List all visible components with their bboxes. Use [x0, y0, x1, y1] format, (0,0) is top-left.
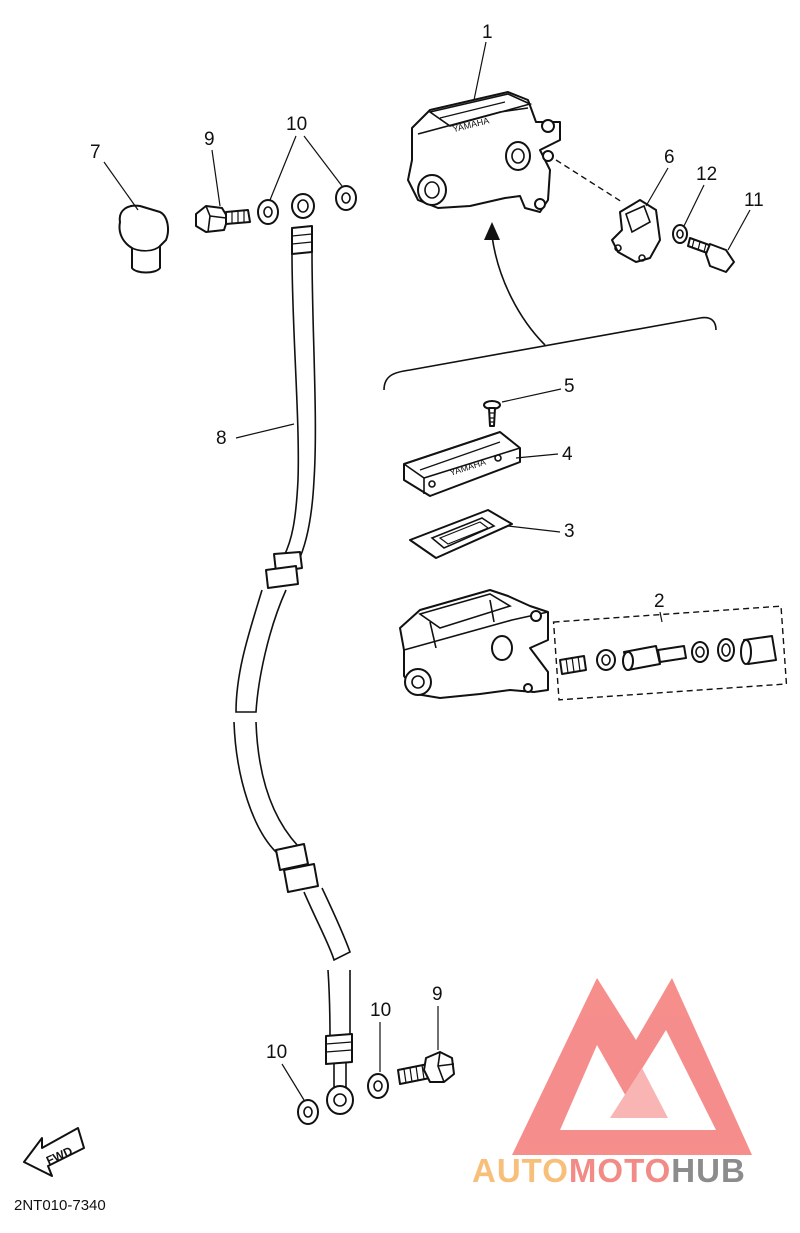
label-part-8: 8 — [216, 428, 227, 449]
label-part-11: 11 — [744, 190, 764, 211]
part-12-washer — [672, 224, 688, 244]
part-11-bolt — [687, 237, 735, 273]
label-part-5: 5 — [564, 376, 575, 397]
part-9-union-bolt-bottom — [397, 1051, 455, 1085]
label-part-9-top: 9 — [204, 129, 215, 150]
part-1-master-cylinder: YAMAHA — [407, 91, 561, 213]
label-part-10-top: 10 — [286, 114, 307, 135]
part-10-washers-top — [257, 185, 357, 225]
label-part-4: 4 — [562, 444, 573, 465]
watermark-hub: HUB — [671, 1152, 746, 1189]
part-9-union-bolt-top — [195, 205, 251, 233]
label-part-1: 1 — [482, 22, 493, 43]
label-part-12: 12 — [696, 164, 717, 185]
part-6-clamp — [611, 199, 661, 263]
label-part-2: 2 — [654, 591, 665, 612]
part-2-kit-box — [552, 605, 788, 701]
watermark-auto: AUTO — [472, 1152, 569, 1189]
part-4-cap: YAMAHA — [403, 431, 521, 497]
label-part-7: 7 — [90, 142, 101, 163]
part-10-washer-bottom-left — [297, 1099, 319, 1125]
part-3-diaphragm — [409, 509, 513, 559]
watermark-moto: MOTO — [569, 1152, 671, 1189]
fwd-arrow-icon: FWD — [23, 1127, 85, 1177]
label-part-10-bottom-mid: 10 — [370, 1000, 391, 1021]
part-7-cap — [118, 204, 169, 274]
label-part-6: 6 — [664, 147, 675, 168]
label-part-10-bottom-left: 10 — [266, 1042, 287, 1063]
part-2-piston-kit — [559, 635, 777, 675]
master-cylinder-body — [399, 589, 549, 699]
drawing-code: 2NT010-7340 — [14, 1197, 106, 1214]
part-5-screw — [483, 400, 501, 427]
part-8-brake-hose — [233, 193, 354, 1115]
part-10-washer-bottom-mid — [367, 1073, 389, 1099]
watermark-logo — [512, 978, 752, 1155]
watermark-text: AUTOMOTOHUB — [472, 1152, 746, 1189]
label-part-9-bottom: 9 — [432, 984, 443, 1005]
label-part-3: 3 — [564, 521, 575, 542]
